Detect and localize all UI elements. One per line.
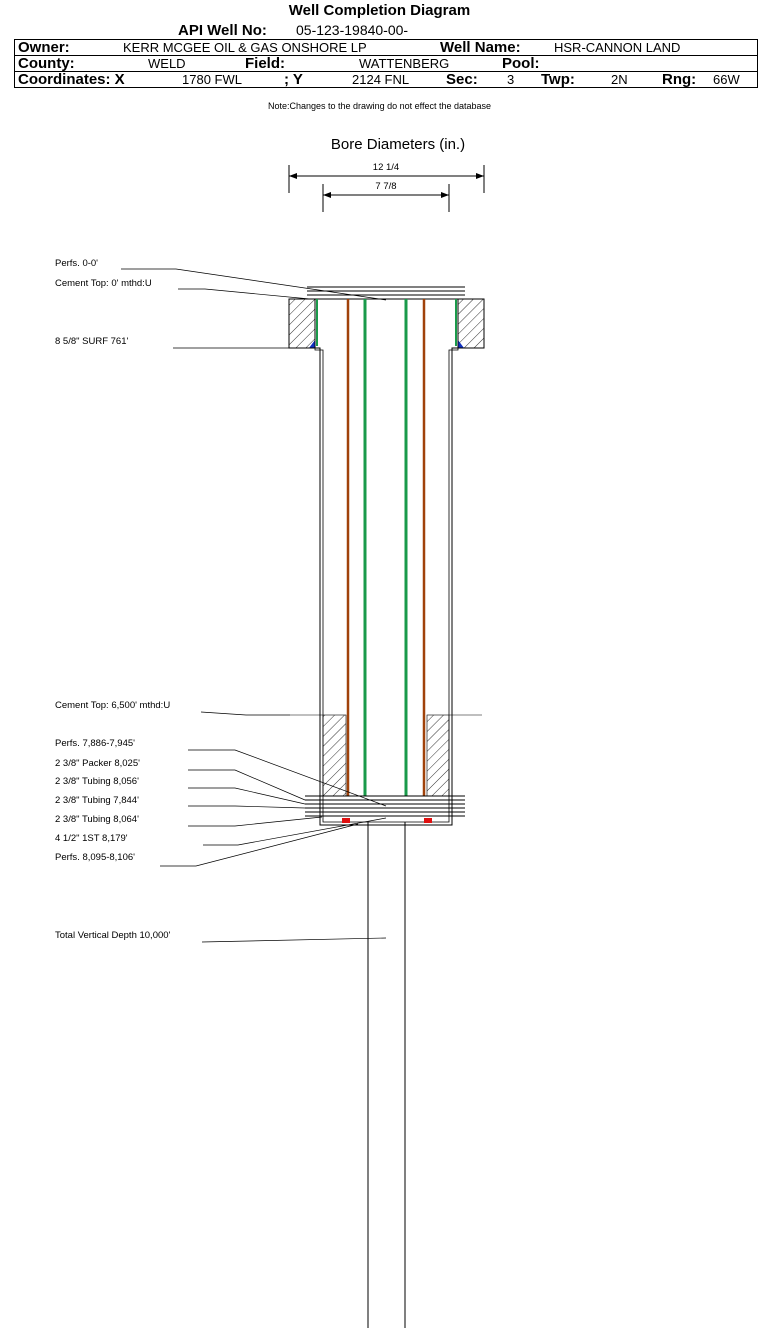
leader-tubing-3 — [188, 816, 323, 827]
plug-left — [342, 818, 350, 823]
sec-value: 3 — [507, 72, 515, 87]
inner-dim-arrow-left — [323, 192, 331, 198]
label-cement-top-1: Cement Top: 0' mthd:U — [55, 278, 152, 289]
label-tubing-1: 2 3/8" Tubing 8,056' — [55, 776, 139, 787]
owner-label: Owner: — [18, 39, 70, 56]
leader-tvd — [201, 937, 387, 943]
county-row: County: WELD Field: WATTENBERG Pool: — [14, 55, 758, 72]
coordinates-row: Coordinates: X 1780 FWL ; Y 2124 FNL Sec… — [14, 71, 758, 88]
leader-perfs-2 — [160, 823, 359, 867]
leader-tubing-1 — [188, 787, 306, 805]
twp-label: Twp: — [541, 71, 575, 88]
borehole-wall-outer — [289, 347, 484, 826]
y-value: 2124 FNL — [352, 72, 410, 87]
page-title: Well Completion Diagram — [288, 2, 471, 19]
label-perfs-1: Perfs. 7,886-7,945' — [55, 738, 135, 749]
label-perfs-top: Perfs. 0-0' — [55, 258, 98, 269]
leader-production-casing — [203, 817, 387, 846]
label-surface-casing: 8 5/8" SURF 761' — [55, 336, 128, 347]
owner-row: Owner: KERR MCGEE OIL & GAS ONSHORE LP W… — [14, 39, 758, 56]
production-cement-right — [426, 714, 450, 797]
outer-dim-arrow-right — [476, 173, 484, 179]
leader-perfs-1 — [188, 749, 387, 807]
field-label: Field: — [245, 55, 285, 72]
county-label: County: — [18, 55, 75, 72]
rng-value: 66W — [713, 72, 740, 87]
leader-packer — [188, 769, 306, 801]
label-tubing-3: 2 3/8" Tubing 8,064' — [55, 814, 139, 825]
pool-label: Pool: — [502, 55, 540, 72]
api-label: API Well No: — [178, 22, 267, 39]
field-value: WATTENBERG — [359, 56, 450, 71]
surface-cement-right — [457, 298, 485, 349]
twp-value: 2N — [611, 72, 628, 87]
owner-value: KERR MCGEE OIL & GAS ONSHORE LP — [123, 40, 367, 55]
plug-right — [424, 818, 432, 823]
label-tvd: Total Vertical Depth 10,000' — [55, 930, 171, 941]
bore-diameters-title: Bore Diameters (in.) — [331, 136, 465, 153]
label-production-casing: 4 1/2" 1ST 8,179' — [55, 833, 128, 844]
label-packer: 2 3/8" Packer 8,025' — [55, 758, 140, 769]
api-row: API Well No: 05-123-19840-00- — [14, 22, 758, 39]
borehole-wall-inner — [314, 299, 459, 823]
well-name-value: HSR-CANNON LAND — [554, 40, 681, 55]
api-value: 05-123-19840-00- — [296, 22, 409, 38]
rng-label: Rng: — [662, 71, 697, 88]
outer-diameter-label: 12 1/4 — [373, 162, 399, 173]
label-tubing-2: 2 3/8" Tubing 7,844' — [55, 795, 139, 806]
surface-cement-left — [288, 298, 316, 349]
sec-label: Sec: — [446, 71, 478, 88]
county-value: WELD — [148, 56, 186, 71]
leader-perfs-top — [121, 268, 387, 301]
y-label: ; Y — [284, 71, 303, 88]
label-cement-top-2: Cement Top: 6,500' mthd:U — [55, 700, 170, 711]
x-value: 1780 FWL — [182, 72, 242, 87]
well-name-label: Well Name: — [440, 39, 521, 56]
coordinates-label: Coordinates: X — [18, 71, 125, 88]
leader-cement-top-2 — [200, 711, 290, 716]
outer-dim-arrow-left — [289, 173, 297, 179]
leader-cement-top-1 — [178, 288, 311, 300]
inner-dim-arrow-right — [441, 192, 449, 198]
label-perfs-2: Perfs. 8,095-8,106' — [55, 852, 135, 863]
cement-blue-right — [458, 340, 464, 348]
leader-tubing-2 — [188, 805, 306, 809]
cement-blue-left — [309, 340, 315, 348]
inner-diameter-label: 7 7/8 — [375, 181, 396, 192]
database-note: Note:Changes to the drawing do not effec… — [268, 101, 491, 111]
